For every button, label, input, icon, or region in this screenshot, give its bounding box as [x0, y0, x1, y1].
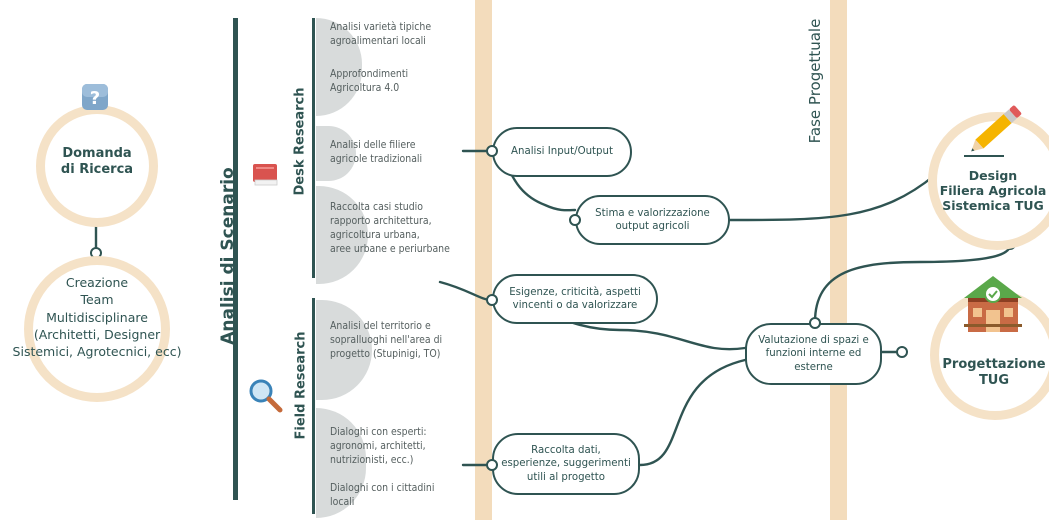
research-item-f2: Dialoghi con esperti: agronomi, architet…	[330, 426, 427, 467]
question-title: Domanda di Ricerca	[60, 146, 134, 177]
team-text: Creazione Team Multidisciplinare (Archit…	[12, 275, 182, 359]
phase-bar	[830, 0, 847, 520]
process-stima: Stima e valorizzazione output agricoli	[575, 195, 730, 245]
dot-valutazione-top	[809, 317, 821, 329]
scenario-rule	[233, 18, 238, 500]
desk-research-label: Desk Research	[292, 87, 308, 196]
desk-rule	[312, 18, 315, 278]
dot-esigenze	[486, 294, 498, 306]
process-valutazione-label: Valutazione di spazi e funzioni interne …	[758, 335, 869, 373]
process-valutazione: Valutazione di spazi e funzioni interne …	[745, 323, 882, 385]
process-input-output: Analisi Input/Output	[492, 127, 632, 177]
dot-raccolta	[486, 459, 498, 471]
left-column-bar	[475, 0, 492, 520]
research-item-f1: Analisi del territorio e sopralluoghi ne…	[330, 320, 443, 361]
field-rule	[312, 298, 315, 514]
team-circle	[24, 256, 170, 402]
process-raccolta-dati: Raccolta dati, esperienze, suggerimenti …	[492, 433, 640, 495]
process-input-output-label: Analisi Input/Output	[511, 146, 613, 158]
research-item-d4: Raccolta casi studio rapporto architettu…	[330, 201, 450, 256]
dot-input-output	[486, 145, 498, 157]
design-title: Design Filiera Agricola Sistemica TUG	[939, 168, 1047, 213]
greenhouse-icon	[958, 272, 1028, 336]
book-icon	[251, 160, 281, 188]
question-icon: ?	[80, 82, 110, 112]
process-raccolta-dati-label: Raccolta dati, esperienze, suggerimenti …	[501, 445, 631, 483]
research-item-f3: Dialoghi con i cittadini locali	[330, 482, 435, 509]
field-research-label: Field Research	[293, 331, 309, 440]
svg-text:?: ?	[90, 88, 100, 109]
scenario-title: Analisi di Scenario	[218, 167, 238, 345]
magnifier-icon	[248, 378, 284, 414]
dot-valutazione-right	[896, 346, 908, 358]
dot-stima	[569, 214, 581, 226]
tug-title: Progettazione TUG	[942, 357, 1046, 388]
research-item-d3: Analisi delle filiere agricole tradizion…	[330, 139, 423, 166]
research-item-d1: Analisi varietà tipiche agroalimentari l…	[330, 21, 432, 48]
research-item-d2: Approfondimenti Agricoltura 4.0	[330, 68, 409, 95]
pencil-icon	[960, 100, 1030, 160]
phase-label: Fase Progettuale	[806, 18, 824, 144]
process-esigenze: Esigenze, criticità, aspetti vincenti o …	[492, 274, 658, 324]
process-esigenze-label: Esigenze, criticità, aspetti vincenti o …	[509, 286, 641, 311]
process-stima-label: Stima e valorizzazione output agricoli	[595, 207, 710, 232]
